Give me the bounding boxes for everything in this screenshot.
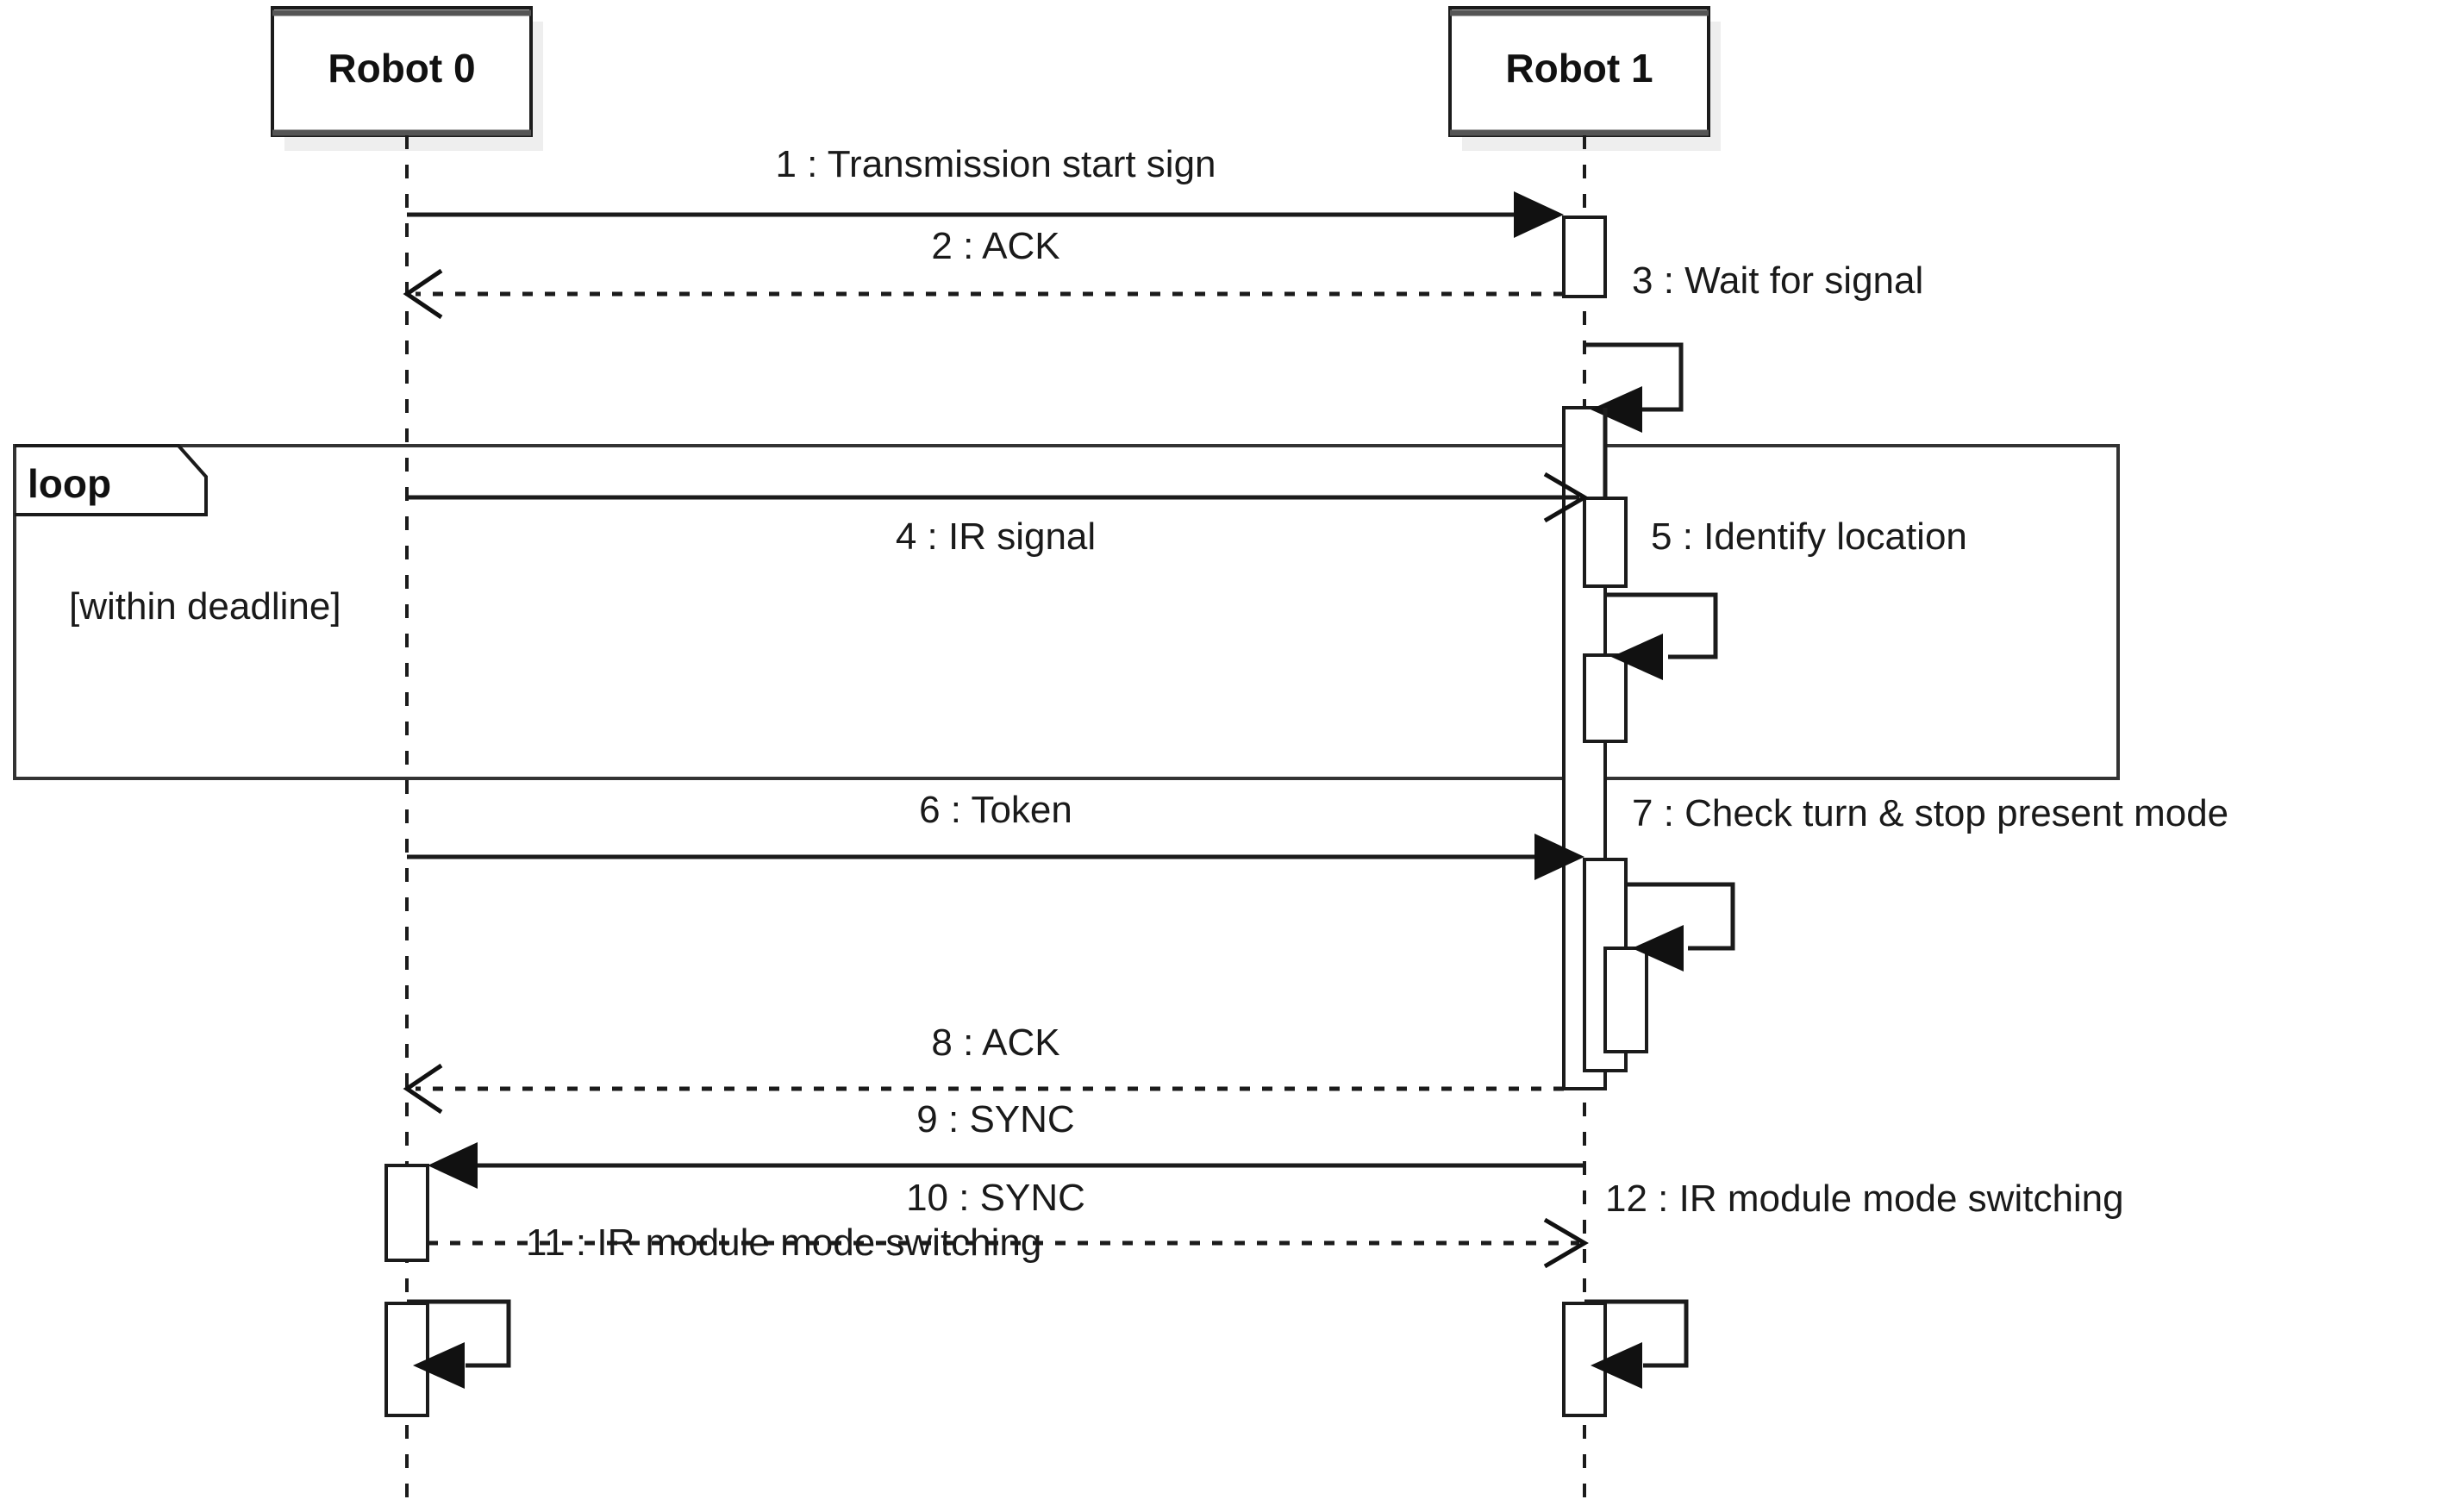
message-self-inner-loop[interactable] [1605, 592, 1718, 680]
fragment-operator-label: loop [28, 461, 111, 506]
fragment-outer-box [13, 444, 2120, 780]
lifeline-head-box [271, 6, 533, 137]
message-4[interactable]: 4 : IR signal [407, 472, 1589, 558]
arrowhead-filled-icon [1632, 925, 1684, 972]
activation-bar [1583, 653, 1628, 743]
message-label: 3 : Wait for signal [1632, 259, 1923, 302]
activation-bar [1562, 1302, 1607, 1417]
message-label: 4 : IR signal [896, 515, 1096, 558]
message-10[interactable]: 10 : SYNC [428, 1177, 1589, 1269]
fragment-operator-tab [15, 444, 208, 516]
arrowhead-open-icon [403, 1063, 443, 1115]
arrowhead-filled-icon [1534, 834, 1584, 880]
combined-fragment-loop [13, 444, 2120, 780]
message-label: 10 : SYNC [906, 1177, 1085, 1219]
message-3[interactable]: 3 : Wait for signal [1584, 259, 1923, 433]
arrowhead-filled-icon [428, 1142, 478, 1189]
lifeline-head-robot0[interactable] [271, 6, 543, 151]
message-label: 7 : Check turn & stop present mode [1632, 792, 2228, 834]
message-label: 11 : IR module mode switching [526, 1221, 1041, 1264]
arrowhead-filled-icon [413, 1342, 465, 1389]
self-message-line [407, 1299, 511, 1368]
message-6[interactable]: 6 : Token [407, 789, 1584, 880]
arrowhead-filled-icon [1591, 1342, 1642, 1389]
message-11[interactable]: 11 : IR module mode switching [407, 1221, 1041, 1389]
message-label: 12 : IR module mode switching [1605, 1178, 2124, 1220]
fragment-guard-label: [within deadline] [69, 585, 341, 628]
self-message-line [1626, 882, 1735, 951]
message-label: 2 : ACK [931, 225, 1059, 267]
message-8[interactable]: 8 : ACK [403, 1022, 1564, 1115]
message-12[interactable]: 12 : IR module mode switching [1584, 1178, 2124, 1389]
arrowhead-open-icon [403, 268, 443, 320]
message-5[interactable]: 5 : Identify location [1603, 408, 1967, 558]
message-9[interactable]: 9 : SYNC [428, 1098, 1584, 1189]
arrowhead-filled-icon [1514, 191, 1564, 238]
message-label: 6 : Token [919, 789, 1072, 831]
lifeline-head-box [1448, 6, 1710, 137]
self-message-line [1584, 342, 1684, 412]
arrowhead-open-icon [1543, 1217, 1589, 1269]
activation-bar [384, 1302, 429, 1417]
arrowhead-filled-icon [1591, 386, 1642, 433]
self-message-line [1605, 592, 1718, 659]
self-message-line [1584, 1299, 1689, 1368]
lifeline-title-robot1: Robot 1 [1505, 46, 1653, 91]
message-2[interactable]: 2 : ACK [403, 225, 1564, 320]
activation-bar [384, 1164, 429, 1262]
message-label: 1 : Transmission start sign [775, 143, 1216, 185]
message-label: 9 : SYNC [916, 1098, 1074, 1140]
lifeline-head-robot1[interactable] [1448, 6, 1721, 151]
activation-bar [1562, 216, 1607, 298]
activation-bar [1583, 497, 1628, 588]
message-label: 8 : ACK [931, 1022, 1059, 1064]
arrowhead-open-icon [1543, 472, 1589, 523]
message-1[interactable]: 1 : Transmission start sign [407, 143, 1564, 238]
arrowhead-filled-icon [1611, 634, 1663, 680]
message-label: 5 : Identify location [1651, 515, 1967, 558]
message-7[interactable]: 7 : Check turn & stop present mode [1626, 792, 2228, 972]
activation-bar [1603, 947, 1648, 1053]
lifeline-title-robot0: Robot 0 [328, 46, 475, 91]
